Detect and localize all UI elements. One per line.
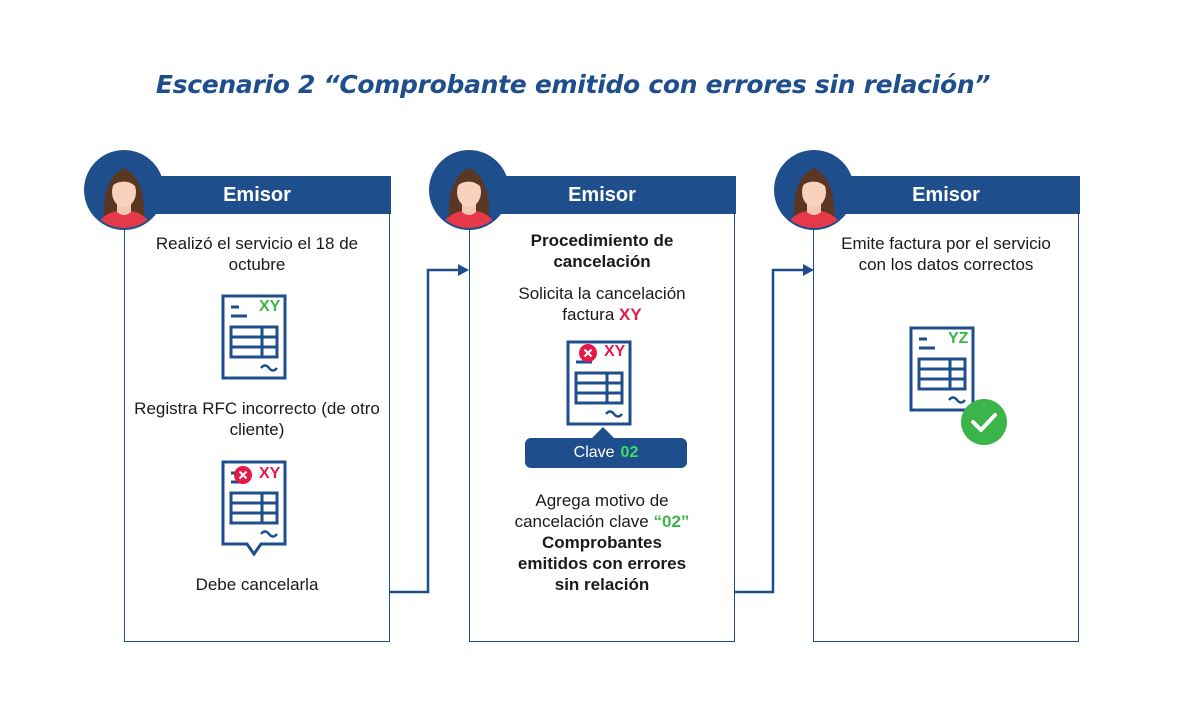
card-step-1: Emisor Realizó el servicio el 18 de octu…: [123, 176, 391, 642]
card-header: Emisor: [123, 176, 391, 214]
doc-code-label: XY: [604, 343, 626, 360]
request-label: Solicita la cancelación factura: [518, 284, 686, 324]
cancel-x-icon: [579, 344, 597, 362]
step-text-rfc: Registra RFC incorrecto (de otro cliente…: [134, 399, 380, 439]
procedure-heading: Procedimiento de cancelación: [530, 231, 674, 271]
invoice-document-icon: [221, 294, 287, 380]
step-text-service: Realizó el servicio el 18 de octubre: [155, 234, 359, 274]
motivo-description: Comprobantes emitidos con errores sin re…: [517, 533, 687, 594]
doc-code-label: XY: [259, 298, 281, 315]
doc-code-label: XY: [259, 465, 281, 482]
page-title: Escenario 2 “Comprobante emitido con err…: [155, 70, 991, 99]
invoice-document-icon: [221, 460, 287, 557]
request-code: XY: [619, 305, 642, 324]
invoice-document-icon: [909, 326, 975, 412]
cancel-x-icon: [234, 466, 252, 484]
clave-value: 02: [620, 444, 639, 461]
clave-label: Clave: [573, 444, 615, 461]
clave-pointer: [591, 427, 615, 439]
check-circle-icon: [961, 399, 1007, 445]
person-avatar-icon: [429, 150, 509, 230]
card-header: Emisor: [812, 176, 1080, 214]
card-header: Emisor: [468, 176, 736, 214]
doc-code-label: YZ: [948, 330, 969, 347]
clave-badge: Clave 02: [525, 438, 687, 468]
person-avatar-icon: [84, 150, 164, 230]
step-text-cancel: Debe cancelarla: [195, 575, 319, 594]
motivo-label: Agrega motivo de cancelación clave: [514, 491, 669, 531]
connector-1-2: [390, 268, 466, 594]
connector-2-3: [735, 268, 811, 594]
invoice-document-icon: [566, 340, 632, 426]
motivo-text: Agrega motivo de cancelación clave “02” …: [470, 490, 734, 595]
request-text: Solicita la cancelación factura XY: [470, 283, 734, 325]
step-text-emit: Emite factura por el servicio con los da…: [841, 234, 1051, 274]
card-step-2: Emisor Procedimiento de cancelación Soli…: [468, 176, 736, 642]
card-step-3: Emisor Emite factura por el servicio con…: [812, 176, 1080, 642]
arrow-right-icon: [458, 264, 469, 276]
motivo-code: “02”: [653, 512, 690, 531]
person-avatar-icon: [774, 150, 854, 230]
